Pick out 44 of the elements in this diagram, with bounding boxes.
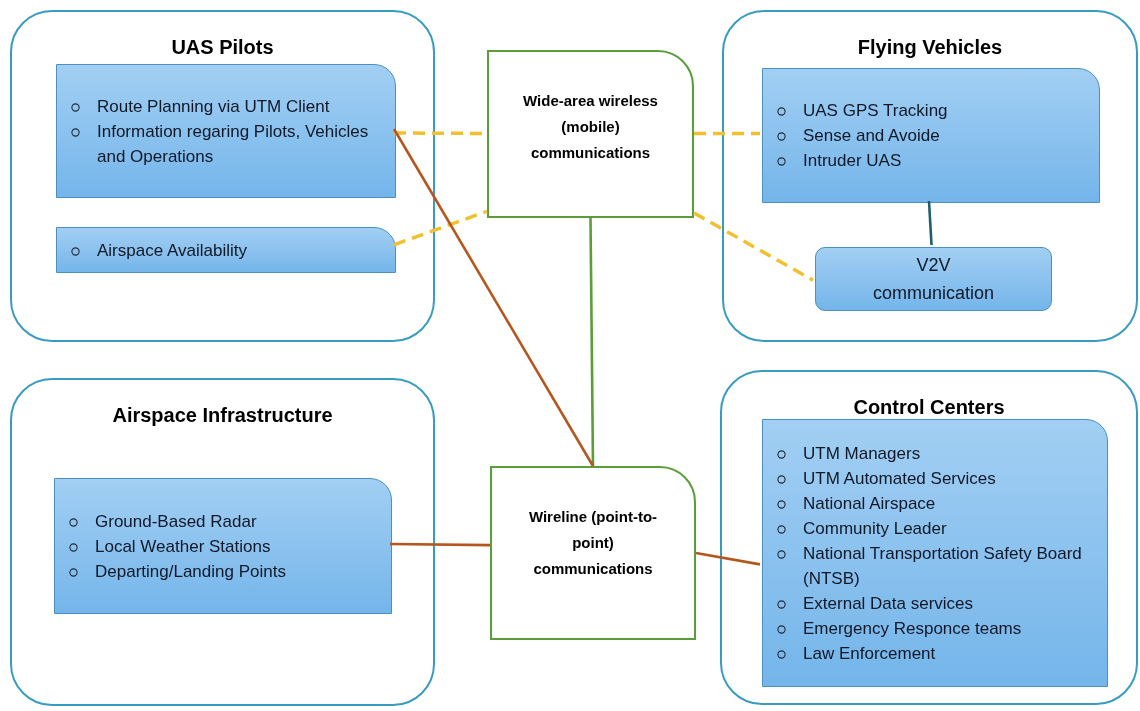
list-box <box>54 478 392 614</box>
communication-box <box>490 466 696 640</box>
group-heading: UAS Pilots <box>171 35 274 60</box>
list-item: National Airspace <box>803 493 936 513</box>
connector-line <box>589 218 595 466</box>
list-item: UAS GPS Tracking <box>803 101 948 120</box>
list-item: Intruder UAS <box>803 151 902 170</box>
list-item: National Transportation Safety Board (NTSB) <box>803 543 1082 588</box>
list-item: UTM Managers <box>803 443 921 463</box>
list-item: Emergency Responce teams <box>803 618 1022 638</box>
group-panel <box>10 10 435 342</box>
group-heading: Flying Vehicles <box>857 35 1003 60</box>
list-item: Departing/Landing Points <box>95 561 286 581</box>
list-item: External Data services <box>803 593 974 613</box>
list-item: Community Leader <box>803 518 947 538</box>
box-label: Wireline (point-to-point) communications <box>527 507 659 579</box>
box-label: Wide-area wireless (mobile) communications <box>522 91 659 163</box>
list-item: UTM Automated Services <box>803 468 996 488</box>
process-box <box>815 247 1052 311</box>
list-item: Sense and Avoide <box>803 126 940 145</box>
list-box <box>56 227 396 273</box>
list-box <box>762 68 1100 203</box>
communication-box <box>487 50 694 218</box>
group-heading: Airspace Infrastructure <box>112 403 333 428</box>
list-item: Ground-Based Radar <box>95 511 257 531</box>
list-item: Information regaring Pilots, Vehicles and Operations <box>97 121 369 166</box>
connector-line <box>927 200 933 246</box>
group-heading: Control Centers <box>853 395 1005 420</box>
group-panel <box>722 10 1138 342</box>
list-item: Law Enforcement <box>803 643 936 663</box>
connector-line <box>693 211 814 282</box>
connector-line <box>393 209 488 247</box>
list-item: Airspace Availability <box>97 240 247 260</box>
connector-line <box>392 128 595 467</box>
list-item: Route Planning via UTM Client <box>97 96 330 116</box>
connector-line <box>695 551 761 566</box>
list-item: Local Weather Stations <box>95 536 271 556</box>
group-panel <box>10 378 435 706</box>
list-box <box>56 64 396 198</box>
list-box <box>762 419 1108 687</box>
box-label: V2V communication <box>871 254 996 305</box>
connector-line <box>694 131 760 136</box>
connector-line <box>390 542 490 547</box>
group-panel <box>720 370 1138 705</box>
